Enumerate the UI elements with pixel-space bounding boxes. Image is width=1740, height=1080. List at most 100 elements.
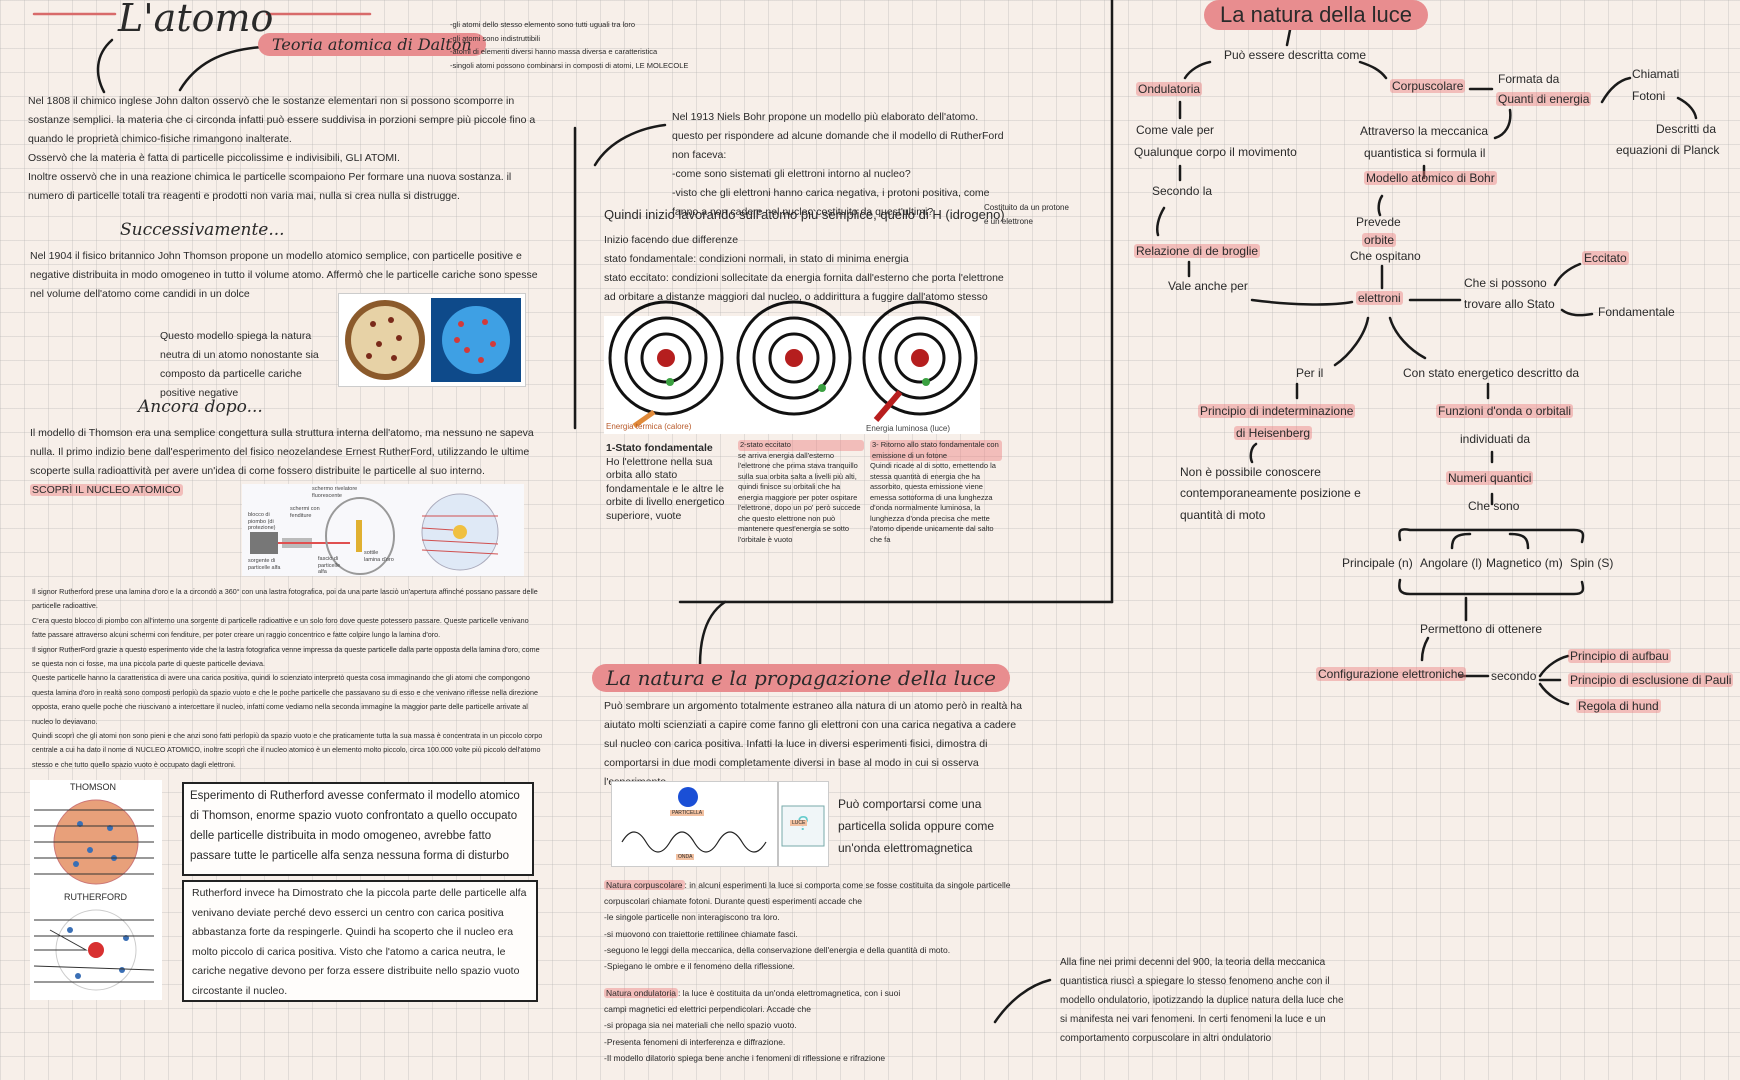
map-node: Principale (n) <box>1342 556 1413 570</box>
bohr-intro: Nel 1913 Niels Bohr propone un modello p… <box>672 108 1012 222</box>
map-node: di Heisenberg <box>1234 426 1313 440</box>
map-node: Con stato energetico descritto da <box>1403 366 1580 380</box>
bohr-col-3: 3- Ritorno allo stato fondamentale con e… <box>870 440 1002 545</box>
wave-item: -Presenta fenomeni di interferenza e dif… <box>604 1036 786 1047</box>
label-foil: sottile lamina d'oro <box>364 550 394 563</box>
bohr-question-1: -come sono sistemati gli elettroni intor… <box>672 168 911 180</box>
rutherford-detail: Il signor Rutherford prese una lamina d'… <box>32 587 538 611</box>
thomson-diagram-label: THOMSON <box>70 782 116 792</box>
map-node: Permettono di ottenere <box>1420 622 1543 636</box>
bohr-states: Inizio facendo due differenze stato fond… <box>604 231 1004 307</box>
map-node: Relazione di de broglie <box>1134 244 1261 258</box>
rutherford-detail: Queste particelle hanno la caratteristic… <box>32 673 539 726</box>
rutherford-experiment-image: schermo rivelatore fluorescente schermi … <box>242 484 524 576</box>
map-node: Che ospitano <box>1350 249 1421 263</box>
dalton-note: -gli atomi sono indistruttibili <box>450 33 541 43</box>
dalton-notes: -gli atomi dello stesso elemento sono tu… <box>450 18 710 72</box>
energy-thermal-label: Energia termica (calore) <box>606 422 692 431</box>
thomson-model-image <box>338 293 526 387</box>
map-node: Non è possibile conoscere <box>1180 465 1321 479</box>
corpuscular-section: Natura corpuscolare: in alcuni esperimen… <box>604 877 1024 974</box>
corpuscular-item: -si muovono con traiettorie rettilinee c… <box>604 928 798 939</box>
map-node: Fondamentale <box>1598 305 1675 319</box>
map-node: Principio di indeterminazione <box>1198 404 1356 418</box>
corpuscular-title: Natura corpuscolare <box>604 880 685 890</box>
page-title: L'atomo <box>118 0 274 40</box>
map-node: secondo <box>1491 669 1537 683</box>
map-node: Angolare (l) <box>1420 556 1483 570</box>
map-node: Prevede <box>1356 215 1401 229</box>
label-lead: blocco di piombo (di protezione) <box>248 512 276 531</box>
dalton-paragraph-3: Inoltre osservò che in una reazione chim… <box>28 171 512 202</box>
map-node: Spin (S) <box>1570 556 1614 570</box>
light-side-note: Può comportarsi come una particella soli… <box>838 797 995 855</box>
map-node: quantità di moto <box>1180 508 1266 522</box>
map-node: Può essere descritta come <box>1224 48 1367 62</box>
wave-text: : la luce è costituita da un'onda elettr… <box>604 988 901 1015</box>
label-screen: schermo rivelatore fluorescente <box>312 486 358 499</box>
map-node: Che sono <box>1468 499 1520 513</box>
map-node-ondulatoria: Ondulatoria <box>1136 82 1203 96</box>
map-node-corpuscolare: Corpuscolare <box>1390 79 1466 93</box>
label-light: LUCE <box>790 820 808 826</box>
rutherford-detail: Quindi scoprì che gli atomi non sono pie… <box>32 731 543 769</box>
map-node: orbite <box>1362 233 1397 247</box>
map-node: Modello atomico di Bohr <box>1364 171 1497 185</box>
corpuscular-text: : in alcuni esperimenti la luce si compo… <box>604 880 1011 907</box>
bohr-line-3: stato eccitato: condizioni sollecitate d… <box>604 272 1004 303</box>
bohr-col-1: 1-Stato fondamentale Ho l'elettrone nell… <box>606 442 732 523</box>
wave-section: Natura ondulatoria: la luce è costituita… <box>604 985 904 1066</box>
map-node: Vale anche per <box>1168 279 1248 293</box>
dalton-text: Nel 1808 il chimico inglese John dalton … <box>28 92 540 206</box>
wave-title: Natura ondulatoria <box>604 988 678 998</box>
map-node: Funzioni d'onda o orbitali <box>1436 404 1574 418</box>
corpuscular-item: -seguono le leggi della meccanica, della… <box>604 944 951 955</box>
bohr-col-2: 2-stato eccitato se arriva energia dall'… <box>738 440 864 545</box>
light-paragraph: Può sembrare un argomento totalmente est… <box>604 700 1022 788</box>
bohr-col-2-title: 2-stato eccitato <box>738 440 864 451</box>
dalton-label: Teoria atomica di Dalton <box>258 33 486 56</box>
map-node: quantistica si formula il <box>1364 146 1486 160</box>
thomson-caption: Questo modello spiega la natura neutra d… <box>160 330 319 399</box>
map-node: contemporaneamente posizione e <box>1180 486 1361 500</box>
map-node: Come vale per <box>1136 123 1215 137</box>
bohr-col-3-text: Quindi ricade al di sotto, emettendo la … <box>870 461 996 544</box>
map-node: individuati da <box>1460 432 1531 446</box>
bohr-line-2: stato fondamentale: condizioni normali, … <box>604 253 909 265</box>
map-node: Configurazione elettroniche <box>1316 667 1467 681</box>
plum-pudding-icon <box>345 298 521 382</box>
energy-light-label: Energia luminosa (luce) <box>866 424 951 433</box>
model-comparison-image: THOMSON RUTHERFORD <box>30 780 162 1000</box>
wave-particle-image: ? PARTICELLA ONDA LUCE <box>611 781 829 867</box>
rutherford-detail: Il signor RutherFord grazie a questo esp… <box>32 644 540 669</box>
map-title: La natura della luce <box>1204 0 1429 30</box>
label-source: sorgente di particelle alfa <box>248 558 281 571</box>
map-node: Formata da <box>1498 72 1560 86</box>
map-node: Magnetico (m) <box>1486 556 1563 570</box>
bohr-orbits-diagram <box>608 300 978 429</box>
corpuscular-item: -Spiegano le ombre e il fenomeno della r… <box>604 961 795 972</box>
bohr-question-2: -visto che gli elettroni hanno carica ne… <box>672 187 990 218</box>
bohr-side-note: Costituito da un protone e un elettrone <box>984 203 1069 226</box>
bohr-orbits-image: Energia termica (calore) Energia luminos… <box>604 300 980 434</box>
map-node: Principio di esclusione di Pauli <box>1568 673 1734 687</box>
wave-item: -si propaga sia nei materiali che nello … <box>604 1020 797 1031</box>
map-node: Numeri quantici <box>1446 471 1534 485</box>
bohr-col-1-title: 1-Stato fondamentale <box>606 442 713 454</box>
dalton-paragraph-1: Nel 1808 il chimico inglese John dalton … <box>28 95 536 145</box>
map-node-elettroni: elettroni <box>1356 291 1403 305</box>
corpuscular-item: -le singole particelle non interagiscono… <box>604 912 780 923</box>
map-node: equazioni di Planck <box>1616 143 1720 157</box>
map-node: Per il <box>1296 366 1324 380</box>
map-node: Regola di hund <box>1576 699 1661 713</box>
rutherford-heading: Ancora dopo... <box>138 397 263 417</box>
dalton-paragraph-2: Osservò che la materia è fatta di partic… <box>28 152 400 164</box>
dalton-note: -gli atomi dello stesso elemento sono tu… <box>450 20 636 29</box>
bohr-col-3-title: 3- Ritorno allo stato fondamentale con e… <box>870 440 1002 461</box>
bohr-col-1-text: Ho l'elettrone nella sua orbita allo sta… <box>606 455 725 522</box>
map-node: Chiamati <box>1632 67 1680 81</box>
bohr-line-1: Inizio facendo due differenze <box>604 234 739 246</box>
map-node: Fotoni <box>1632 89 1666 103</box>
rutherford-discovery: SCOPRÌ IL NUCLEO ATOMICO <box>30 484 183 496</box>
